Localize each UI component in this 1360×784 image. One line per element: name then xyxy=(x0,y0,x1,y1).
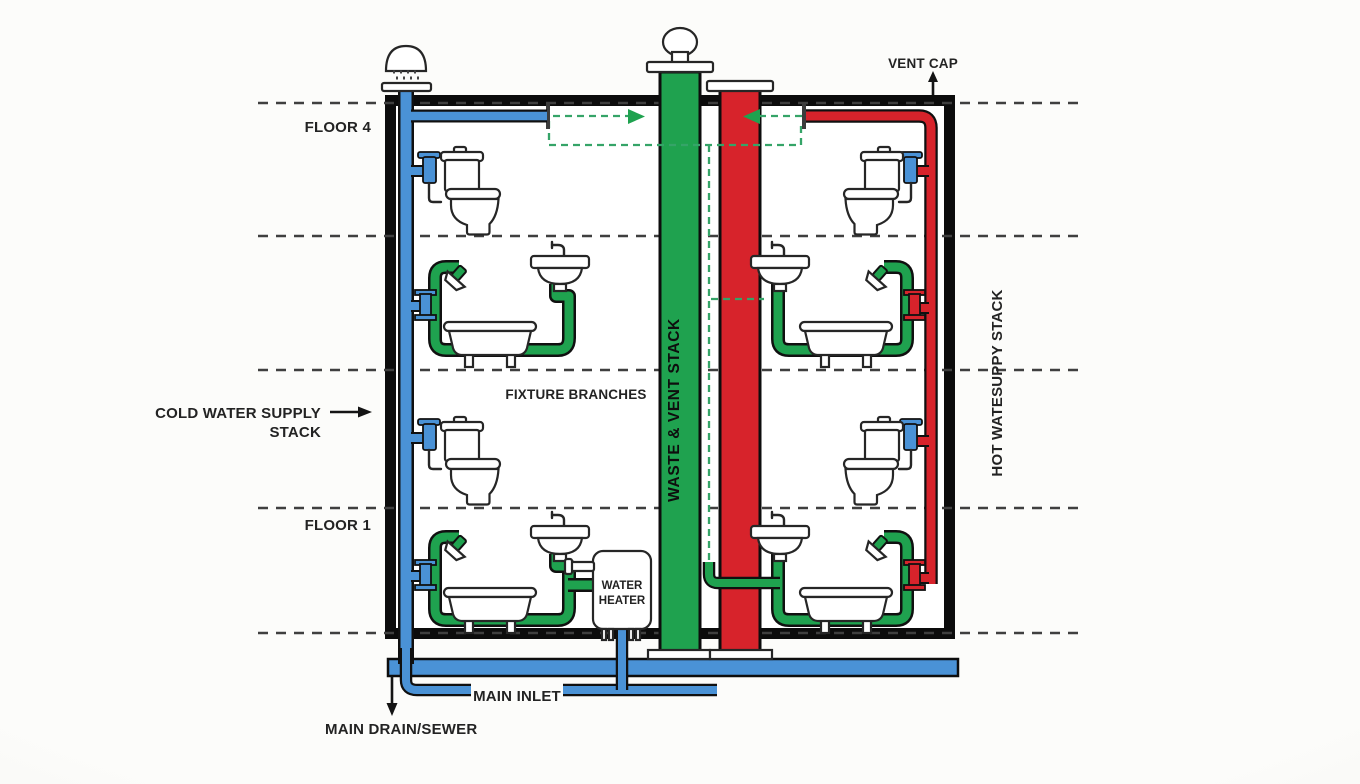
waste-vent-stack: WASTE & VENT STACK xyxy=(645,26,715,661)
main-supply-band xyxy=(386,657,960,678)
waste-stack-label: WASTE & VENT STACK xyxy=(666,318,683,502)
main-inlet-label: MAIN INLET xyxy=(473,688,561,705)
hot-stack-top-flange xyxy=(705,79,775,93)
water-heater: WATER HEATER xyxy=(563,549,653,642)
bathroom-group-floor3-right xyxy=(749,240,926,369)
toilet-floor4-left xyxy=(417,145,502,236)
cold-stack-label-line1: COLD WATER SUPPLY xyxy=(155,405,321,422)
water-heater-label-line2: HEATER xyxy=(599,595,646,607)
main-drain-label: MAIN DRAIN/SEWER xyxy=(325,721,477,738)
pipe-coupling xyxy=(414,289,437,321)
pipe-coupling xyxy=(414,559,437,591)
stack-vent-cap-icon xyxy=(645,26,715,74)
bathroom-group-floor1-right xyxy=(709,510,926,635)
waste-stack-base-flange xyxy=(646,648,712,661)
flow-arrow-left-icon xyxy=(743,109,760,124)
heater-nozzle xyxy=(568,560,596,573)
flow-arrow-right-icon xyxy=(628,109,645,124)
cold-water-stack xyxy=(380,44,547,690)
toilet-floor4-right xyxy=(842,145,923,236)
cold-stack-pointer-arrow-icon xyxy=(330,406,372,418)
floor1-label: FLOOR 1 xyxy=(305,517,371,534)
pipe-coupling xyxy=(903,289,926,321)
annotations: FLOOR 4 FLOOR 1 COLD WATER SUPPLY STACK … xyxy=(155,56,1006,738)
vent-lines xyxy=(546,104,806,563)
water-heater-label-line1: WATER xyxy=(602,580,643,592)
bathroom-group-floor3-left xyxy=(414,240,591,369)
pipe-coupling xyxy=(903,559,926,591)
fixture-branches-label: FIXTURE BRANCHES xyxy=(505,387,646,402)
toilet-floor2-right xyxy=(842,415,923,506)
bathroom-group-floor1-left xyxy=(414,510,596,635)
hot-stack-base-flange xyxy=(708,648,774,661)
vent-cap-arrow-icon xyxy=(928,71,938,95)
roof-shower-icon xyxy=(380,44,433,93)
vent-cap-label: VENT CAP xyxy=(888,56,958,71)
drain-arrow-icon xyxy=(386,676,398,716)
toilet-floor2-left xyxy=(417,415,502,506)
hot-stack-body xyxy=(718,88,762,654)
floor4-label: FLOOR 4 xyxy=(305,119,372,136)
floor-level-lines xyxy=(258,101,1085,635)
hot-stack-label: HOT WATESUPPY STACK xyxy=(989,289,1006,476)
cold-stack-label-line2: STACK xyxy=(269,424,321,441)
hot-water-stack xyxy=(705,79,775,661)
